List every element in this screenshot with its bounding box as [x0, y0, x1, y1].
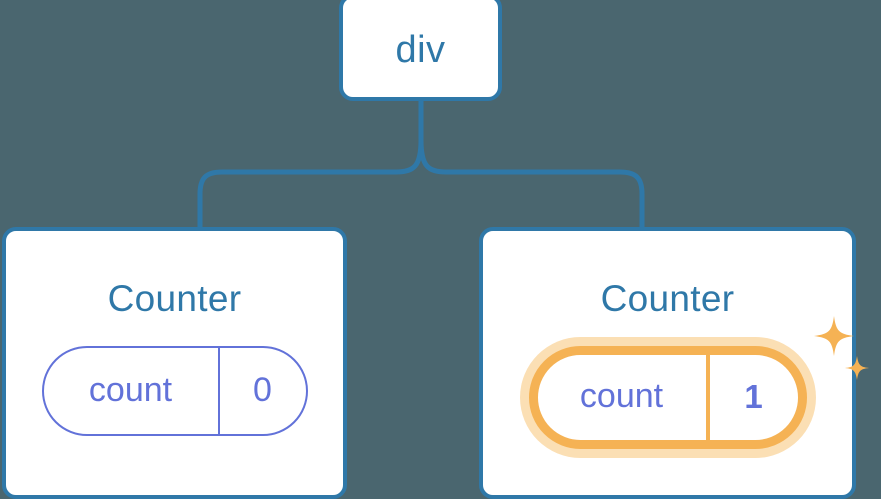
state-value-left: 0	[253, 370, 272, 409]
state-key-left: count	[88, 370, 173, 409]
node-div[interactable]: div	[339, 0, 502, 101]
state-pill-wrapper-right: count 1	[528, 316, 869, 449]
node-div-label: div	[395, 28, 446, 71]
node-counter-left-label: Counter	[107, 278, 242, 319]
state-key-cell-left: count	[44, 348, 220, 434]
state-pill-left[interactable]: count 0	[41, 346, 308, 436]
state-key-cell-right: count	[538, 355, 710, 440]
state-value-right: 1	[744, 377, 763, 415]
node-counter-left[interactable]: Counter count 0	[2, 227, 347, 499]
state-value-cell-left: 0	[220, 348, 306, 434]
state-key-right: count	[579, 377, 664, 415]
node-counter-right[interactable]: Counter count 1	[479, 227, 869, 499]
state-pill-right[interactable]: count 1	[528, 346, 807, 449]
node-counter-right-label: Counter	[600, 278, 735, 319]
state-pill-wrapper-left: count 0	[41, 346, 308, 436]
state-value-cell-right: 1	[710, 355, 798, 440]
sparkle-large-icon	[813, 316, 854, 356]
